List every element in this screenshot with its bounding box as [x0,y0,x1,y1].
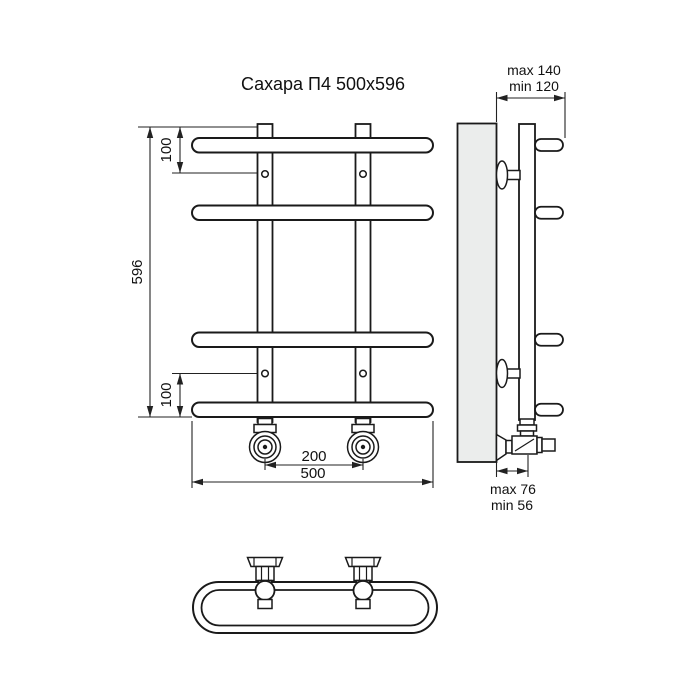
towel-bar-stub-2 [534,205,564,220]
dimension-label-top-offset: 100 [158,137,175,162]
dimension-width-500: 500 [191,421,434,488]
towel-bar-stub-4 [534,402,564,417]
rail-profile-inner [200,589,430,627]
valve-stem [255,565,275,582]
dimension-wall-distance: max 140 min 120 [495,62,566,138]
valve-flange-bar [344,556,382,568]
valve-body-diagonal [514,438,535,452]
towel-bar-stub-1 [534,138,564,152]
valve-center-dot [360,444,366,450]
valve-center-dot [262,444,268,450]
towel-bar-4 [191,401,434,418]
dimension-label-spacing: 200 [301,448,326,465]
mounting-hole-bottom-right [358,369,368,378]
dimension-height-596: 596 [129,127,154,417]
towel-bar-2 [191,204,434,221]
towel-bar-1 [191,137,434,154]
valve-cap [541,438,556,452]
wall-section [456,122,498,463]
valve-fitting-step-2 [516,424,538,432]
valve-fitting-step [355,417,371,426]
valve-fitting-step-1 [519,418,535,426]
dimension-spacing-200: 200 [264,448,364,470]
valve-ball [254,580,276,601]
angle-valve-side [495,418,556,462]
drawing-title: Сахара П4 500x596 [241,74,405,94]
valve-pipe-cylinder [505,439,513,454]
top-view [192,556,438,634]
mounting-hole-bottom-left [260,369,270,378]
valve-base [355,598,371,610]
front-view: 596 100 100 200 500 [129,123,434,488]
valve-stem [353,565,373,582]
valve-front-right [346,417,380,464]
towel-bar-3 [191,331,434,348]
valve-front-left [248,417,282,464]
valve-fitting-step [257,417,273,426]
valve-ball [352,580,374,601]
valve-top-left [246,556,284,610]
valve-flange-bar [246,556,284,568]
wall-escutcheon-cone [495,433,507,462]
dimension-label-valve-offset-max: max 76 [490,481,536,497]
dimension-label-width: 500 [300,465,325,482]
towel-bar-stub-3 [534,332,564,347]
dimension-label-wall-distance-max: max 140 [507,62,561,78]
dimension-label-height: 596 [129,259,146,284]
bracket-flange [495,160,509,190]
dimension-label-valve-offset-min: min 56 [491,497,533,513]
valve-base [257,598,273,610]
mounting-hole-top-left [260,169,270,179]
mounting-hole-top-right [358,169,368,179]
wall-bracket-top [495,160,521,190]
side-view: max 140 min 120 max 76 min 56 [456,62,566,513]
dimension-valve-offset: max 76 min 56 [490,455,536,513]
dimension-label-bottom-offset: 100 [158,382,175,407]
dimension-bottom-offset-100: 100 [158,373,184,417]
valve-top-right [344,556,382,610]
dimension-top-offset-100: 100 [158,127,184,173]
riser-side [518,123,536,421]
dimension-label-wall-distance-min: min 120 [509,78,559,94]
wall-bracket-bottom [495,358,521,389]
bracket-flange [495,358,509,389]
